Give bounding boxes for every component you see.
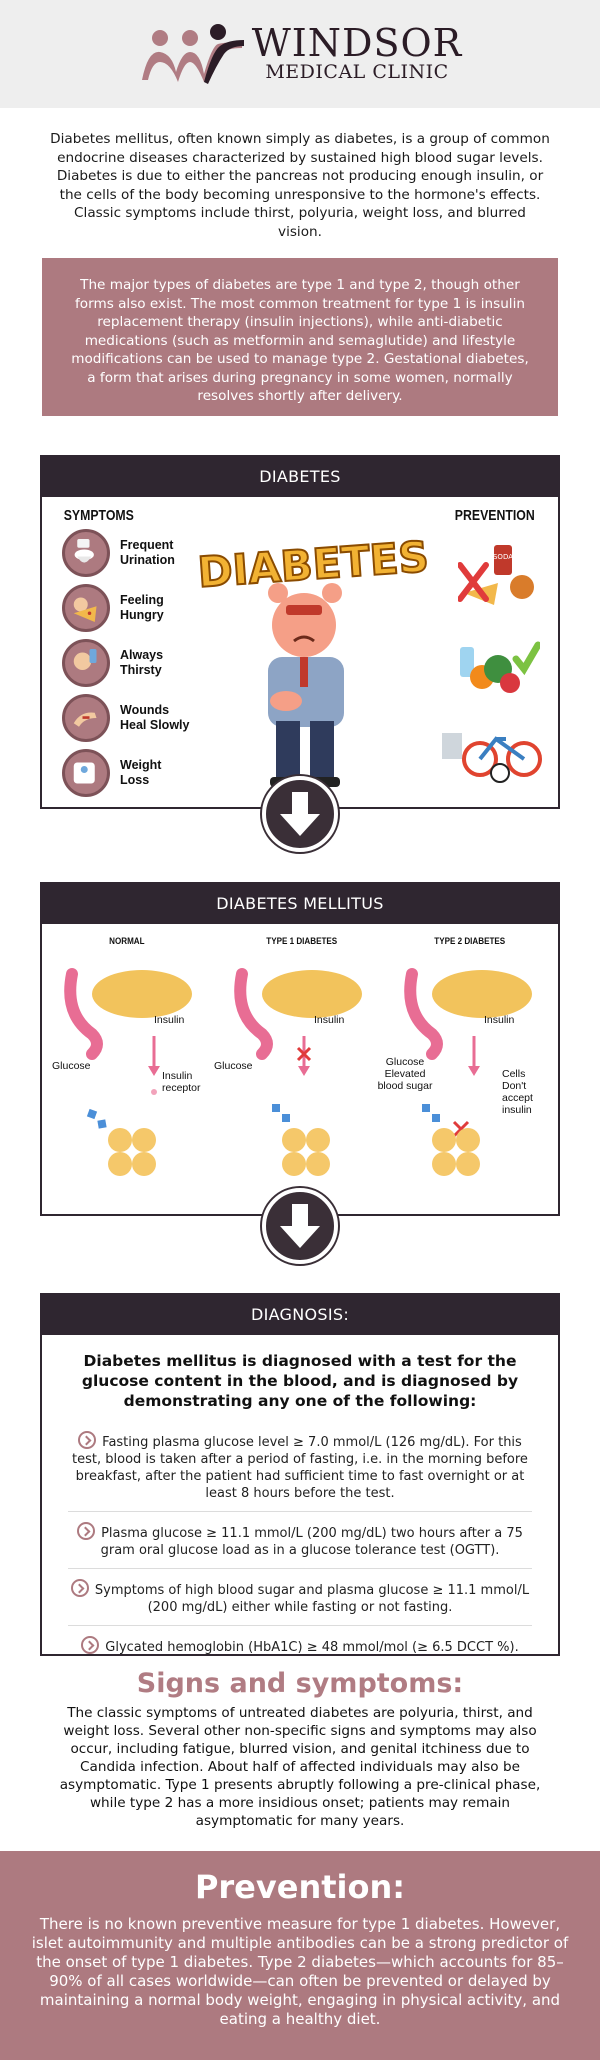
pancreas-normal-icon bbox=[64, 968, 192, 1176]
pancreas-type1-icon bbox=[234, 968, 362, 1176]
clinic-logo[interactable]: WINDSOR MEDICAL CLINIC bbox=[138, 22, 463, 86]
symptoms-heading: SYMPTOMS bbox=[63, 507, 134, 524]
diabetes-banner-text: DIABETES bbox=[196, 532, 430, 597]
prevention-section: Prevention: There is no known preventive… bbox=[0, 1851, 600, 2060]
intro-paragraph: Diabetes mellitus, often known simply as… bbox=[50, 131, 550, 240]
diagnosis-panel-title: DIAGNOSIS: bbox=[42, 1295, 558, 1335]
junk-food-crossed-icon: SODA bbox=[458, 545, 534, 605]
diabetes-character-illustration: DIABETES bbox=[195, 531, 431, 787]
chevron-right-icon bbox=[77, 1522, 96, 1540]
diabetes-types-box: The major types of diabetes are type 1 a… bbox=[42, 258, 558, 416]
type1-glucose-label: Glucose bbox=[214, 1060, 253, 1072]
normal-insulin-label: Insulin bbox=[154, 1014, 185, 1026]
wounded-hand-icon bbox=[62, 694, 110, 742]
pizza-icon bbox=[62, 584, 110, 632]
type1-column-title: TYPE 1 DIABETES bbox=[266, 936, 338, 947]
healthy-food-check-icon bbox=[460, 641, 540, 693]
prevention-heading: PREVENTION bbox=[455, 507, 536, 524]
scale-icon bbox=[62, 749, 110, 797]
type2-cells-label: Cells Don't accept insulin bbox=[502, 1068, 533, 1116]
chevron-right-icon bbox=[78, 1431, 97, 1449]
brand-subtitle: MEDICAL CLINIC bbox=[265, 61, 449, 83]
toilet-icon bbox=[62, 529, 110, 577]
prevention-paragraph: There is no known preventive measure for… bbox=[31, 1915, 569, 2028]
chevron-right-icon bbox=[81, 1636, 100, 1654]
drinking-icon bbox=[62, 639, 110, 687]
diagnosis-criterion: Symptoms of high blood sugar and plasma … bbox=[68, 1569, 532, 1626]
type2-insulin-label: Insulin bbox=[484, 1014, 515, 1026]
diagnosis-criterion: Glycated hemoglobin (HbA1C) ≥ 48 mmol/mo… bbox=[68, 1626, 532, 1665]
normal-glucose-label: Glucose bbox=[52, 1060, 91, 1072]
diagnosis-criterion: Fasting plasma glucose level ≥ 7.0 mmol/… bbox=[68, 1421, 532, 1512]
diabetes-panel-title: DIABETES bbox=[42, 457, 558, 497]
pancreas-type2-icon bbox=[404, 968, 532, 1176]
prevention-heading: Prevention: bbox=[194, 1868, 406, 1906]
normal-column-title: NORMAL bbox=[109, 936, 145, 947]
down-arrow-icon bbox=[262, 1188, 338, 1264]
signs-heading: Signs and symptoms: bbox=[136, 1668, 464, 1699]
people-logo-icon bbox=[141, 24, 244, 84]
chevron-right-icon bbox=[70, 1579, 89, 1597]
diabetes-mellitus-panel: DIABETES MELLITUS NORMAL TYPE 1 DIABETES… bbox=[40, 882, 560, 1216]
normal-receptor-label: Insulin receptor bbox=[162, 1070, 201, 1094]
mellitus-panel-title: DIABETES MELLITUS bbox=[42, 884, 558, 924]
brand-name: WINDSOR bbox=[251, 21, 463, 65]
exercise-bicycle-icon bbox=[442, 733, 542, 783]
down-arrow-icon bbox=[262, 776, 338, 852]
diagnosis-panel: DIAGNOSIS: Diabetes mellitus is diagnose… bbox=[40, 1293, 560, 1656]
type2-column-title: TYPE 2 DIABETES bbox=[434, 936, 506, 947]
diagnosis-lead-text: Diabetes mellitus is diagnosed with a te… bbox=[81, 1352, 519, 1410]
site-header: WINDSOR MEDICAL CLINIC bbox=[0, 0, 600, 108]
diagnosis-criterion: Plasma glucose ≥ 11.1 mmol/L (200 mg/dL)… bbox=[68, 1512, 532, 1569]
soda-label: SODA bbox=[493, 553, 513, 561]
signs-paragraph: The classic symptoms of untreated diabet… bbox=[59, 1705, 541, 1829]
type1-insulin-label: Insulin bbox=[314, 1014, 345, 1026]
type2-glucose-label: Glucose Elevated blood sugar bbox=[377, 1056, 433, 1092]
